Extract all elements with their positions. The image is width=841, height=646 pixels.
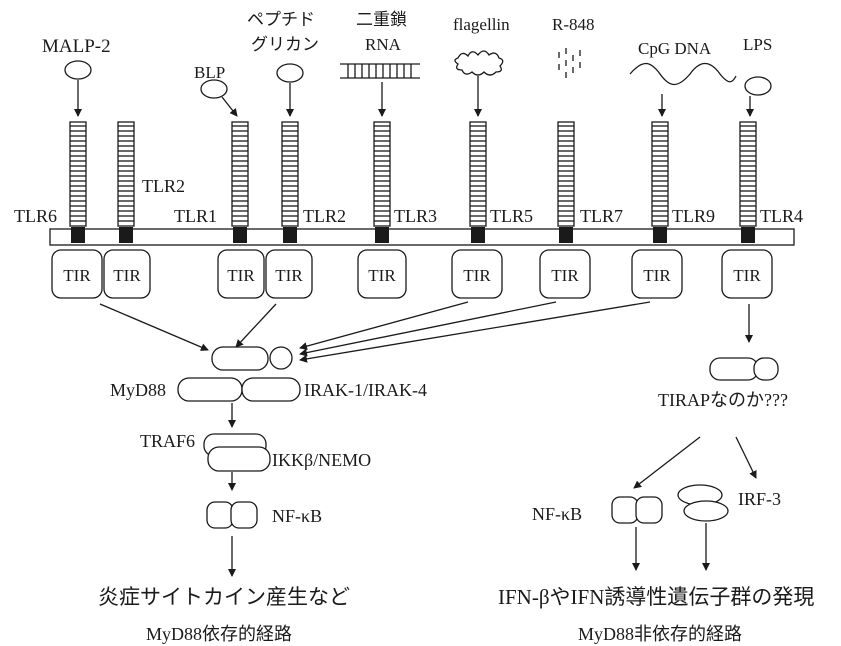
ligand-label-blp: BLP [194,63,225,82]
tlr5-receptor: TIR [451,121,503,299]
r848-ligand [558,48,581,78]
tlr7-receptor: TIR [539,121,591,299]
ligand-label-peptidoglycan-2: グリカン [251,35,319,54]
right-outcome: IFN-βやIFN誘導性遺伝子群の発現 [498,585,814,609]
nfkb-left-label: NF-κB [272,506,322,526]
irf3-lower [683,500,729,522]
tirap-box-b [753,357,779,381]
tir-label-tlr2a: TIR [113,266,141,285]
ligand-label-malp2: MALP-2 [42,36,111,57]
cell-membrane [49,228,795,246]
tir-label-tlr4: TIR [733,266,761,285]
tlr3-receptor: TIR [357,121,407,299]
myd88-pathway: MyD88 IRAK-1/IRAK-4 TRAF6 IKKβ/NEMO NF-κ… [98,346,427,644]
tir-label-tlr2b: TIR [275,266,303,285]
ligand-label-lps: LPS [743,35,772,54]
tir-label-tlr9: TIR [643,266,671,285]
tir-domain-tlr7 [539,249,591,299]
dsrna-ligand [340,63,420,79]
tlr2b-receptor: TIR [265,121,313,299]
tlr4-receptor: TIR [721,121,773,299]
myd88-adaptor-small [211,346,269,371]
receptor-label-tlr5: TLR5 [490,206,533,226]
tir-domain-tlr2b [265,249,313,299]
tir-label-tlr3: TIR [368,266,396,285]
ligand-label-dsrna-2: RNA [365,35,402,54]
tlr9-receptor: TIR [631,121,683,299]
tir-domain-tlr6 [51,249,103,299]
tir-label-tlr7: TIR [551,266,579,285]
flagellin-ligand [454,50,504,76]
right-pathway-title: MyD88非依存的経路 [578,624,742,644]
receptor-label-tlr6: TLR6 [14,206,57,226]
ikk-label: IKKβ/NEMO [272,450,371,470]
tirap-label: TIRAPなのか??? [658,390,788,410]
ligand-label-r848: R-848 [552,15,595,34]
nfkb-right-label: NF-κB [532,504,582,524]
receptor-label-tlr2a: TLR2 [142,176,185,196]
tlr6-receptor: TIR [51,121,103,299]
peptidoglycan-ligand [276,63,304,83]
myd88-box [177,377,243,402]
nfkb-left-a [206,501,234,529]
receptor-label-tlr7: TLR7 [580,206,623,226]
receptor-label-tlr2b: TLR2 [303,206,346,226]
tlr2a-receptor: TIR [103,121,151,299]
myd88-independent-pathway: TIRAPなのか??? NF-κB IRF-3 IFN-βやIFN誘導性遺伝子群… [498,357,814,644]
ligand-arrows [74,76,754,117]
tir-domain-tlr1 [217,249,265,299]
left-outcome: 炎症サイトカイン産生など [98,585,350,609]
ligand-label-dsrna-1: 二重鎖 [356,10,407,29]
nfkb-left-b [230,501,258,529]
ikk-box [207,446,271,472]
tir-domain-tlr3 [357,249,407,299]
malp2-ligand [64,60,92,80]
nfkb-right-b [635,496,663,524]
irak-label: IRAK-1/IRAK-4 [304,380,427,400]
tir-domain-tlr5 [451,249,503,299]
tir-domain-tlr9 [631,249,683,299]
tir-label-tlr6: TIR [63,266,91,285]
ligand-label-peptidoglycan-1: ペプチド [247,10,315,29]
signal-arrows [99,301,753,363]
tir-domain-tlr4 [721,249,773,299]
ligand-label-cpg: CpG DNA [638,39,712,58]
cpg-dna-ligand [629,62,737,86]
receptor-label-tlr9: TLR9 [672,206,715,226]
blp-ligand [200,79,228,99]
irak-box [241,377,301,402]
receptor-label-tlr1: TLR1 [174,206,217,226]
receptor-label-tlr3: TLR3 [394,206,437,226]
receptor-label-tlr4: TLR4 [760,206,803,226]
myd88-label: MyD88 [110,380,166,400]
ligand-label-flagellin: flagellin [453,15,510,34]
ligand-shapes [64,48,772,99]
myd88-adaptor-circle [269,346,293,370]
irf3-label: IRF-3 [738,489,781,509]
traf6-label: TRAF6 [140,431,195,451]
left-pathway-title: MyD88依存的経路 [146,624,292,644]
nfkb-right-a [611,496,639,524]
tir-label-tlr5: TIR [463,266,491,285]
tir-label-tlr1: TIR [227,266,255,285]
tlr1-receptor: TIR [217,121,265,299]
tirap-box-a [709,357,759,381]
tir-domain-tlr2a [103,249,151,299]
lps-ligand [744,76,772,96]
